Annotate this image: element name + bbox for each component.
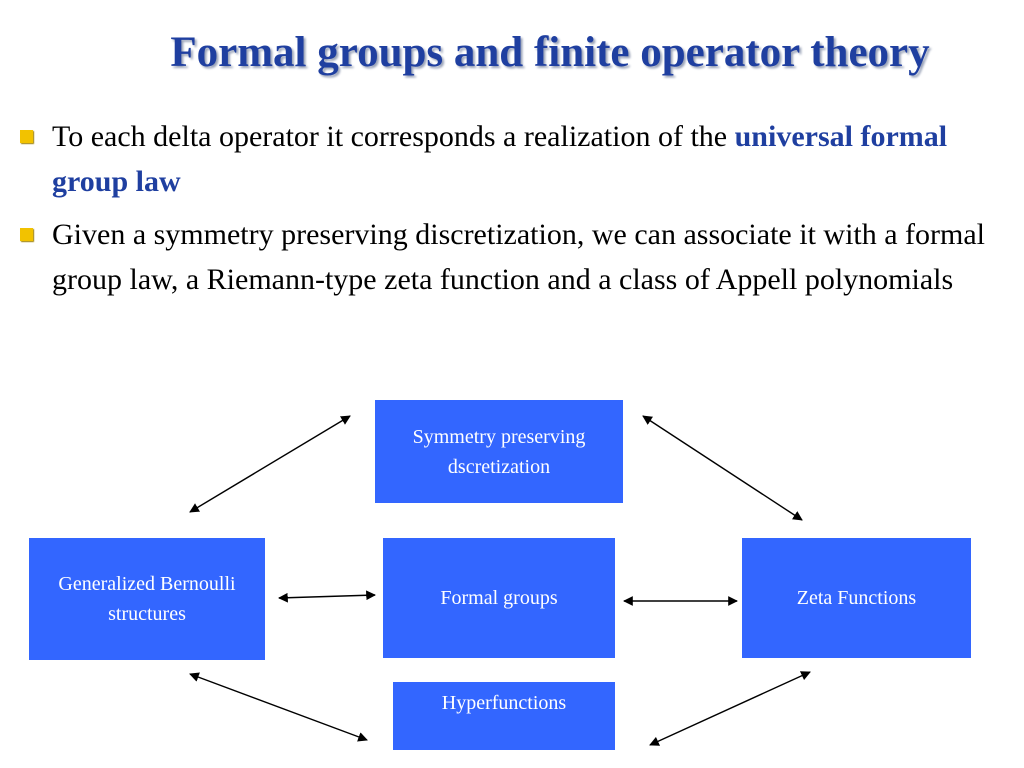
square-bullet-icon xyxy=(20,130,33,143)
bullet-text: Given a symmetry preserving discretizati… xyxy=(52,218,986,296)
node-label: Zeta Functions xyxy=(796,587,917,609)
node-zeta-functions: Zeta Functions xyxy=(742,538,971,658)
arrow-bernoulli-formal xyxy=(278,590,376,603)
bullet-list: To each delta operator it corresponds a … xyxy=(18,114,1008,310)
slide-title: Formal groups and finite operator theory xyxy=(170,29,930,76)
bullet-emphasis-text: universal formal group law xyxy=(52,120,948,198)
node-formal-groups: Formal groups xyxy=(383,538,615,658)
node-symmetry-preserving: Symmetry preserving dscretization xyxy=(375,400,623,503)
arrow-bernoulli-hyper xyxy=(189,672,368,742)
bullet-text: To each delta operator it corresponds a … xyxy=(52,120,735,153)
node-hyperfunctions: Hyperfunctions xyxy=(393,682,615,750)
arrow-symmetry-zeta xyxy=(642,415,803,521)
bullet-item-delta-operator: To each delta operator it corresponds a … xyxy=(18,114,1008,204)
arrow-hyper-zeta xyxy=(649,671,811,746)
node-label: Formal groups xyxy=(440,587,558,609)
square-bullet-icon xyxy=(20,228,33,241)
node-label: Hyperfunctions xyxy=(441,692,567,714)
bullet-item-discretization: Given a symmetry preserving discretizati… xyxy=(18,212,1008,302)
node-label: Generalized Bernoulli structures xyxy=(58,573,236,625)
arrow-bernoulli-symmetry xyxy=(189,415,351,513)
node-generalized-bernoulli: Generalized Bernoulli structures xyxy=(29,538,265,660)
node-label: Symmetry preserving dscretization xyxy=(412,426,586,478)
